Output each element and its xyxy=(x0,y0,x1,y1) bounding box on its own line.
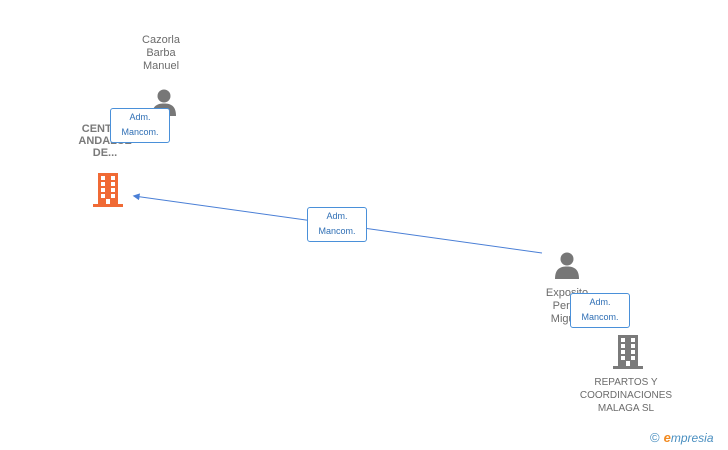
person-cazorla-name[interactable]: Cazorla Barba Manuel xyxy=(130,34,192,73)
brand-name-rest: mpresia xyxy=(670,431,714,445)
person-cazorla-name-line: Cazorla xyxy=(142,34,180,46)
role-badge-line: Mancom. xyxy=(581,312,619,322)
role-badge-line: Mancom. xyxy=(121,127,159,137)
person-icon[interactable] xyxy=(553,251,581,279)
role-badge-line: Adm. xyxy=(129,112,151,122)
role-badge-exposito-centro[interactable]: Adm. Mancom. xyxy=(307,207,367,242)
role-badge-line: Mancom. xyxy=(318,226,356,236)
company-repartos-name-line: COORDINACIONES xyxy=(579,390,673,401)
role-badge-exposito-repartos[interactable]: Adm. Mancom. xyxy=(570,293,630,328)
person-cazorla-name-line: Barba xyxy=(146,47,176,59)
role-badge-line: Adm. xyxy=(326,211,348,221)
building-icon[interactable] xyxy=(92,172,124,208)
company-centro-name-line: DE... xyxy=(92,147,118,159)
copyright-symbol: © xyxy=(650,430,660,445)
company-repartos-name-line: REPARTOS Y xyxy=(594,377,658,388)
building-icon[interactable] xyxy=(612,334,644,370)
brand-first-letter: e xyxy=(663,430,671,445)
role-badge-cazorla-centro[interactable]: Adm. Mancom. xyxy=(110,108,170,143)
role-badge-line: Adm. xyxy=(589,297,611,307)
company-repartos-name-line: MALAGA SL xyxy=(597,403,655,414)
company-repartos-name[interactable]: REPARTOS Y COORDINACIONES MALAGA SL xyxy=(572,376,680,415)
empresia-logo[interactable]: ©empresia xyxy=(650,430,714,445)
person-cazorla-name-line: Manuel xyxy=(142,60,180,72)
